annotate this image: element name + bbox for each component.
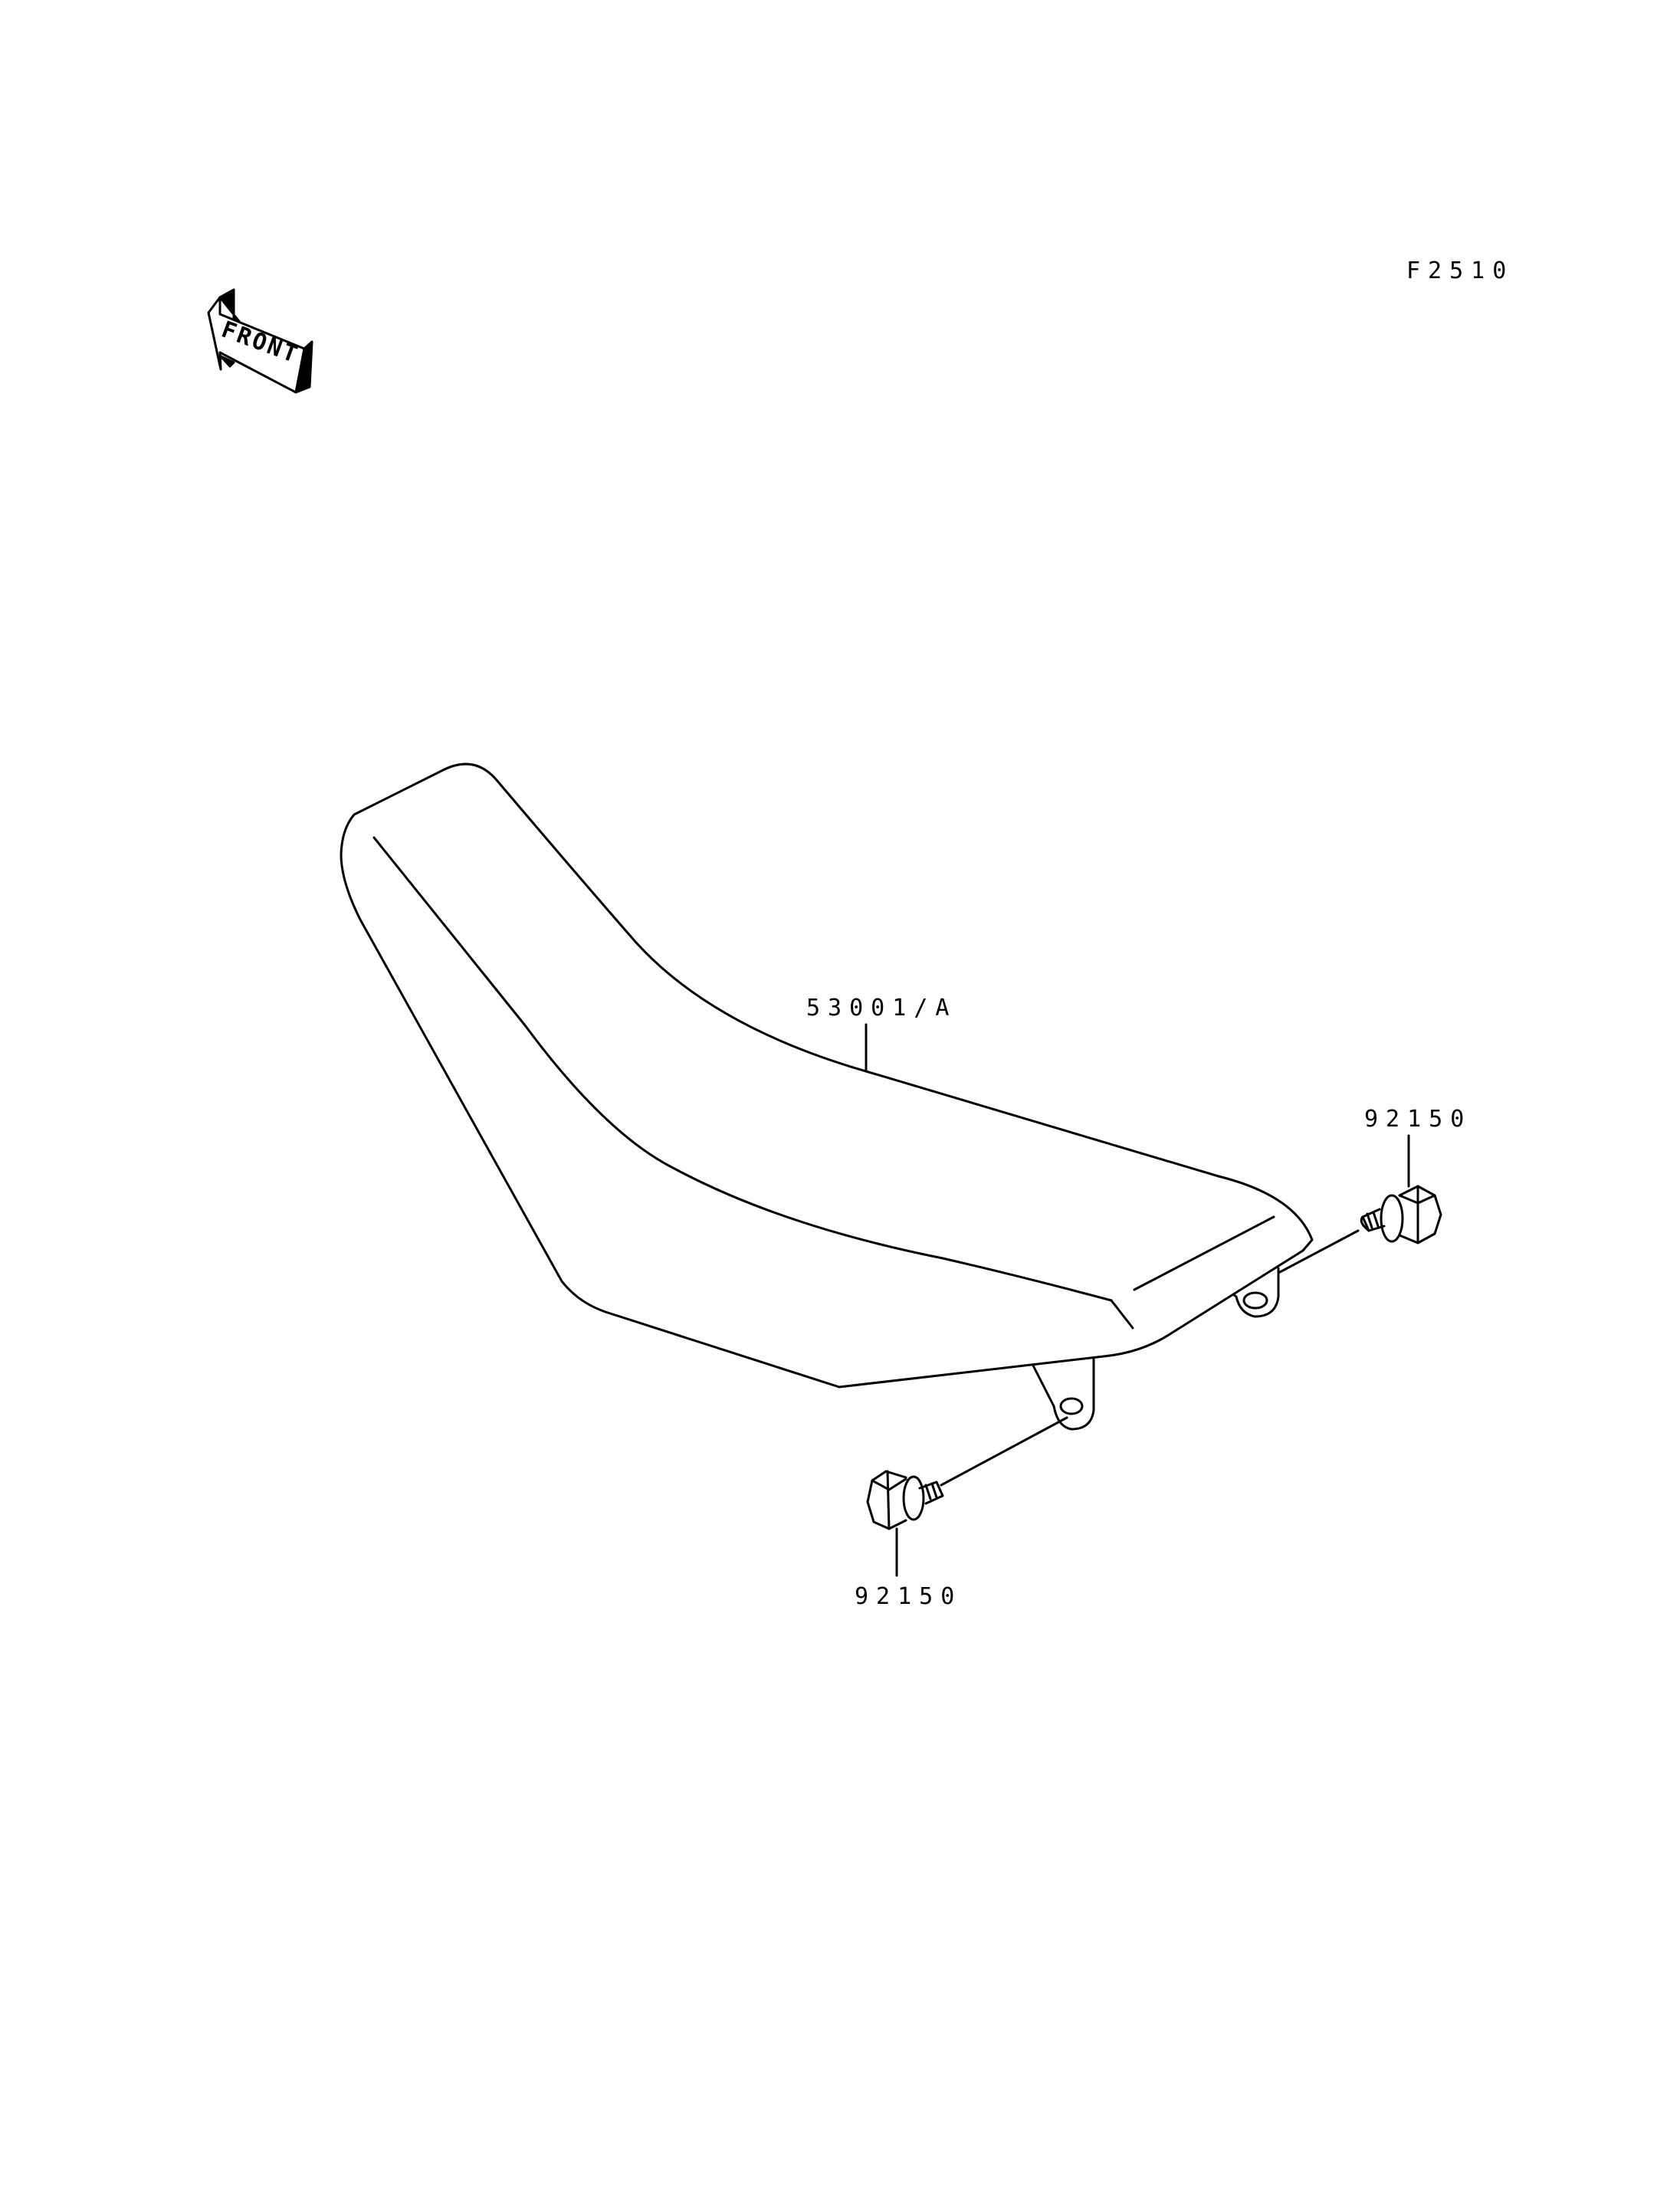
- bolt-right-part-number: 92150: [1364, 1106, 1472, 1133]
- bolt-left-part-number: 92150: [855, 1583, 962, 1610]
- seat-drawing: [340, 762, 1314, 1431]
- seat-part-number: 53001/A: [806, 995, 956, 1021]
- bolt-left-drawing: [866, 1416, 1068, 1577]
- bolt-right-drawing: [1278, 1134, 1442, 1274]
- figure-code: F2510: [1406, 257, 1514, 284]
- front-direction-arrow-icon: FRONT: [207, 288, 313, 394]
